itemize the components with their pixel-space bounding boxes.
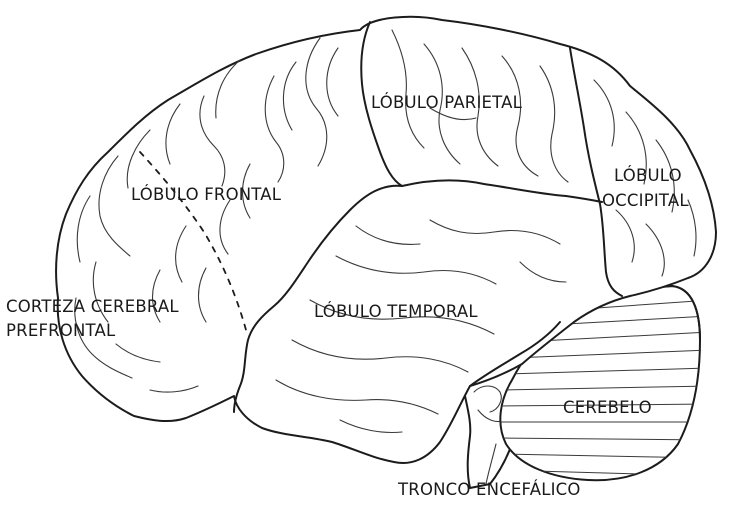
prefrontal-cortex-label-line2: PREFRONTAL [6, 321, 116, 340]
cerebellum-label: CEREBELO [563, 398, 652, 417]
temporal-lobe-label: LÓBULO TEMPORAL [314, 302, 478, 321]
parietal-lobe-label: LÓBULO PARIETAL [371, 93, 523, 112]
occipital-lobe-label-line1: LÓBULO [614, 166, 682, 185]
occipital-lobe-label-line2: OCCIPITAL [602, 191, 689, 210]
brainstem-label: TRONCO ENCEFÁLICO [397, 480, 581, 499]
prefrontal-cortex-label-line1: CORTEZA CEREBRAL [6, 297, 179, 316]
frontal-lobe-label: LÓBULO FRONTAL [131, 185, 282, 204]
